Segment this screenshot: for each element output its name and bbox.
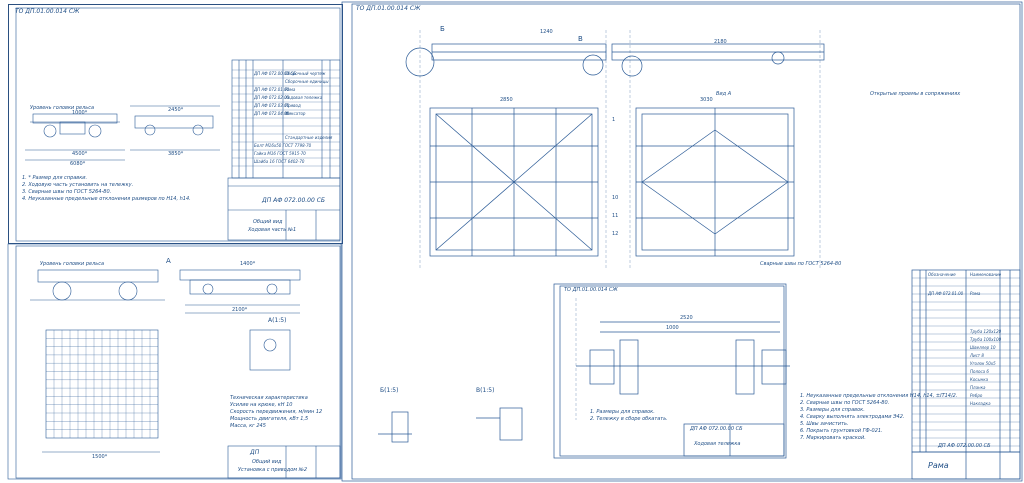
- spec-row-1-name: Сборочный чертеж: [285, 71, 326, 76]
- spec-row-2-code: ДП АФ 072.01.00: [254, 87, 290, 92]
- frame-spec-row-4: Швеллер 10: [970, 345, 996, 350]
- sheet-1-dim-4: 2450*: [168, 107, 184, 113]
- sheet-4-note-2: 2. Тележку в сборе обкатать.: [590, 416, 668, 422]
- sheet-4-note-1: 1. Размеры для справок.: [590, 409, 655, 415]
- spec-row-1-code: ДП АФ 072.00.00 СБ: [254, 71, 297, 76]
- frame-spec-row-5: Лист 8: [970, 353, 984, 358]
- frame-spec-row-7: Полоса 6: [970, 369, 989, 374]
- spec-row-7-name: Гайка М16 ГОСТ 5915-70: [254, 151, 306, 156]
- frame-spec-row-1-code: ДП АФ 072.01.00: [928, 291, 964, 296]
- sheet-3-pos-10: 10: [612, 195, 619, 201]
- spec-row-5-code: ДП АФ 072.04.00: [254, 111, 290, 116]
- sheet-2-note-1: Техническая характеристика: [230, 395, 308, 401]
- spec-row-3-name: Ходовая тележка: [285, 95, 323, 100]
- frame-spec-row-6: Уголок 50х5: [970, 361, 996, 366]
- frame-spec-row-8: Косынка: [970, 377, 989, 382]
- sheet-3-note-7: 7. Маркировать краской.: [800, 435, 866, 441]
- frame-spec-row-10: Ребро: [970, 393, 983, 398]
- sheet-2-dim-b: 2100*: [232, 307, 248, 313]
- spec-row-3-code: ДП АФ 072.02.00: [254, 95, 290, 100]
- spec-row-8-name: Шайба 16 ГОСТ 6402-70: [254, 159, 305, 164]
- frame-spec-row-9: Планка: [970, 385, 986, 390]
- sheet-1-title-2: Ходовая часть №1: [248, 227, 297, 233]
- sheet-3-pos-11: 11: [612, 213, 619, 219]
- sheet-3-note-6: 6. Покрыть грунтовкой ГФ-021.: [800, 428, 883, 434]
- frame-spec-row-2: Труба 120х120: [970, 329, 1002, 334]
- sheet-3-label-b: Б: [440, 25, 445, 33]
- sheet-4-title: Ходовая тележка: [694, 441, 741, 447]
- sheet-2-note-4: Мощность двигателя, кВт 1,5: [230, 416, 309, 422]
- frame-spec-row-3: Труба 100х100: [970, 337, 1002, 342]
- sheet-2-note-3: Скорость передвижения, м/мин 12: [230, 409, 323, 415]
- sheet-3-dim-1: 1240: [540, 29, 553, 35]
- sheet-3-dim-3: 2850: [500, 97, 513, 103]
- spec-row-5-name: Фиксатор: [285, 111, 306, 116]
- spec-row-4-code: ДП АФ 072.03.00: [254, 103, 290, 108]
- sheet-2-rail-caption: Уровень головки рельса: [40, 261, 105, 267]
- sheet-3-section-b: Б(1:5): [380, 387, 399, 394]
- frame-spec-row-1-name: Рама: [970, 291, 981, 296]
- sheet-1-rail-label: Уровень головки рельса: [30, 105, 95, 111]
- sheet-1-dim-5: 3850*: [168, 151, 184, 157]
- sheet-2-dim-c: 1500*: [92, 454, 108, 460]
- sheet-1-dim-3: 6080*: [70, 161, 86, 167]
- sheet-4-dim-2: 1000: [666, 325, 679, 331]
- sheet-3-note-4: 4. Сварку выполнять электродами Э42.: [800, 414, 905, 420]
- spec-row-2-name: Рама: [285, 87, 296, 92]
- sheet-1-title-1: Общий вид: [253, 219, 283, 225]
- sheet-3-label-v: В: [578, 35, 583, 43]
- sheet-3-right-note: Открытые проемы в сопряжениях: [870, 91, 961, 97]
- sheet-3-dim-4: 3030: [700, 97, 713, 103]
- sheet-3-view-a: Вид А: [716, 91, 732, 97]
- drawing-sheet-1: ТО ДП.01.00.014 СЖ: [8, 4, 343, 244]
- sheet-3-weld-note: Сварные швы по ГОСТ 5264-80: [760, 261, 842, 267]
- spec-section-2: Сборочные единицы: [285, 79, 329, 84]
- sheet-4-stamp-code: ДП АФ 072.00.00 СБ: [690, 426, 743, 432]
- sheet-2-note-5: Масса, кг 245: [230, 423, 266, 429]
- sheet-1-stamp-code: ДП АФ 072.00.00 СБ: [262, 197, 326, 204]
- sheet-3-note-1: 1. Неуказанные предельные отклонения H14…: [800, 393, 958, 399]
- sheet-2-stamp-code: ДП: [250, 449, 260, 456]
- frame-spec-header-1: Обозначение: [928, 272, 956, 277]
- spec-row-4-name: Привод: [285, 103, 301, 108]
- sheet-1-note-2: 2. Ходовую часть установить на тележку.: [22, 182, 134, 188]
- sheet-3-pos-12: 12: [612, 231, 619, 237]
- sheet-2-view-label: А: [166, 257, 171, 265]
- sheet-1-note-1: 1. * Размер для справки.: [22, 175, 88, 181]
- sheet-2-dim-a: 1400*: [240, 261, 256, 267]
- sheet-2-title-1: Общий вид: [252, 459, 282, 465]
- spec-row-6-name: Болт М16х50 ГОСТ 7798-70: [254, 143, 312, 148]
- frame-spec-row-11: Накладка: [970, 401, 991, 406]
- sheet-4-dim-1: 2520: [680, 315, 693, 321]
- sheet-3-pos-1: 1: [612, 117, 616, 123]
- sheet-1-note-3: 3. Сварные швы по ГОСТ 5264-80.: [22, 189, 112, 195]
- sheet-3-dim-2: 2180: [714, 39, 727, 45]
- sheet-4-corner-code: ТО ДП.01.00.014 СЖ: [564, 287, 618, 293]
- sheet-3-corner-code: ТО ДП.01.00.014 СЖ: [356, 5, 421, 12]
- sheet-3-note-3: 3. Размеры для справок.: [800, 407, 865, 413]
- sheet-2-section-label: А(1:5): [268, 317, 287, 324]
- sheet-1-dim-1: 1000*: [72, 110, 88, 116]
- frame-spec-header-2: Наименование: [970, 272, 1002, 277]
- sheet-3-section-v: В(1:5): [476, 387, 495, 394]
- sheet-1-note-4: 4. Неуказанные предельные отклонения раз…: [22, 196, 191, 202]
- sheet-3-note-2: 2. Сварные швы по ГОСТ 5264-80.: [800, 400, 890, 406]
- sheet-1-corner-code: ТО ДП.01.00.014 СЖ: [15, 8, 80, 15]
- sheet-2-title-2: Установка с приводом №2: [238, 467, 308, 473]
- spec-section-4: Стандартные изделия: [285, 135, 333, 140]
- sheet-3-title: Рама: [928, 461, 949, 470]
- sheet-2-note-2: Усилие на крюке, кН 10: [230, 402, 293, 408]
- sheet-3-note-5: 5. Швы зачистить.: [800, 421, 849, 427]
- sheet-1-dim-2: 4500*: [72, 151, 88, 157]
- sheet-3-stamp-code: ДП АФ 072.00.00 СБ: [938, 443, 991, 449]
